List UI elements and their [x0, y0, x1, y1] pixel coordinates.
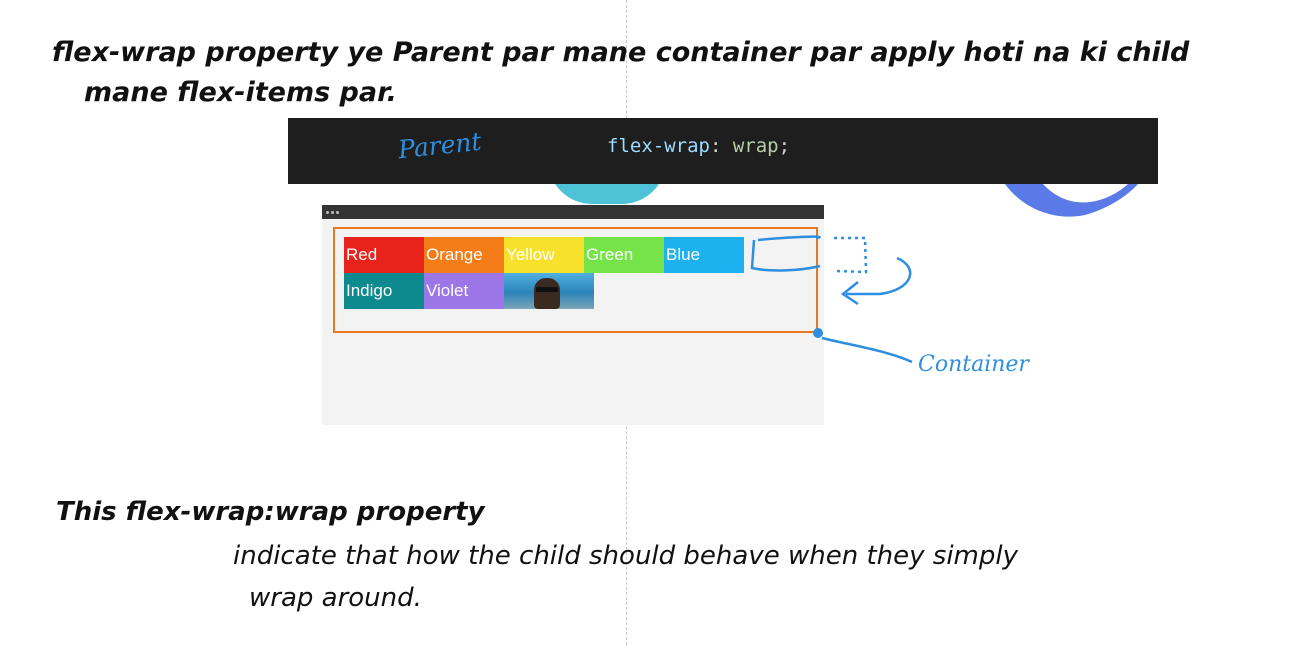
container-pointer-line	[821, 336, 913, 364]
window-dot-icon	[331, 210, 334, 214]
note-title-line-1: flex-wrap property ye Parent par mane co…	[52, 37, 1190, 68]
explanation-line-1: indicate that how the child should behav…	[233, 541, 1018, 571]
dotted-wrap-line	[834, 236, 868, 274]
wrap-arrow-icon	[846, 256, 912, 296]
flex-item-green: Green	[584, 237, 664, 273]
explanation-heading: This flex-wrap:wrap property	[56, 497, 485, 527]
wrap-bracket-mark	[750, 235, 821, 272]
css-semicolon: ;	[778, 135, 791, 157]
note-title-line-2: mane flex-items par.	[84, 77, 397, 108]
flex-item-yellow: Yellow	[504, 237, 584, 273]
explanation-text: indicate that how the child should behav…	[233, 535, 1018, 619]
container-pointer-dot	[813, 328, 823, 338]
sunglasses-icon	[536, 287, 558, 292]
flex-container-demo: Red Orange Yellow Green Blue Indigo Viol…	[344, 237, 744, 309]
code-banner	[288, 118, 1158, 184]
handwritten-container-label: Container	[918, 352, 1029, 377]
explanation-line-2: wrap around.	[249, 583, 422, 613]
css-property: flex-wrap	[607, 135, 710, 157]
css-separator: :	[709, 135, 733, 157]
flex-item-violet: Violet	[424, 273, 504, 309]
window-dot-icon	[336, 210, 339, 214]
decorative-blue-swoosh	[1005, 184, 1138, 217]
browser-title-bar	[322, 205, 824, 219]
container-highlight-outline	[333, 227, 818, 333]
flex-item-orange: Orange	[424, 237, 504, 273]
flex-item-red: Red	[344, 237, 424, 273]
flex-item-photo	[504, 273, 594, 309]
css-value: wrap	[732, 135, 779, 157]
code-snippet: flex-wrap: wrap;	[607, 133, 790, 159]
note-title: flex-wrap property ye Parent par mane co…	[52, 33, 1189, 113]
flex-item-indigo: Indigo	[344, 273, 424, 309]
arrow-head-icon	[840, 281, 859, 306]
window-dot-icon	[326, 210, 329, 214]
person-photo-icon	[534, 278, 560, 309]
flex-item-blue: Blue	[664, 237, 744, 273]
